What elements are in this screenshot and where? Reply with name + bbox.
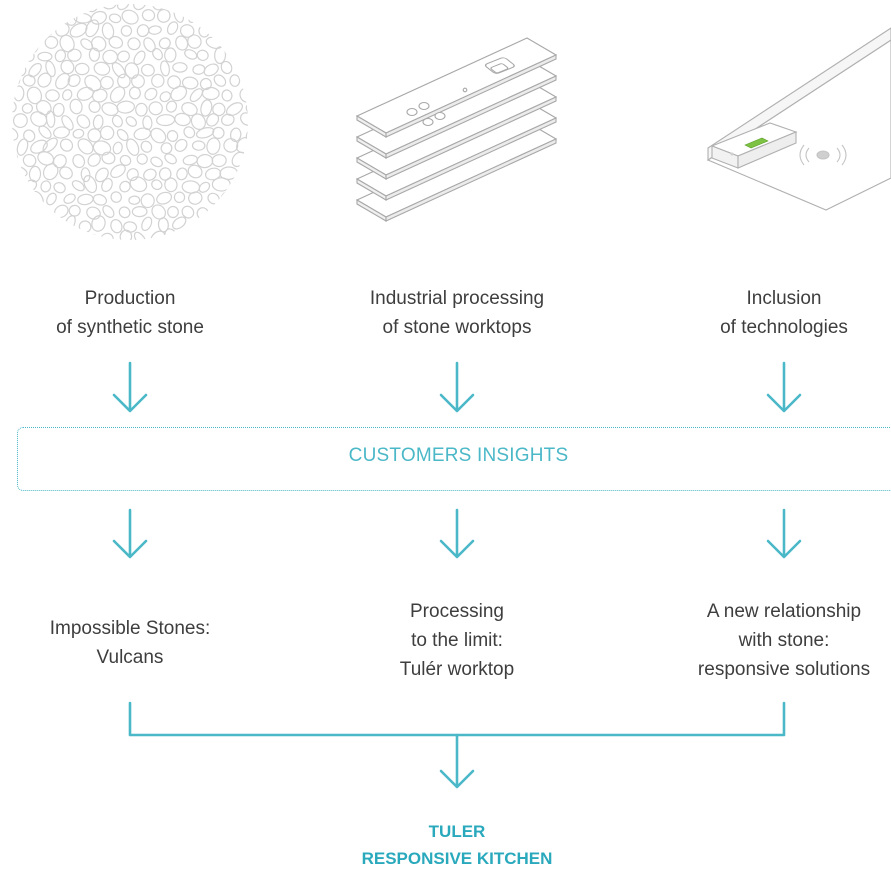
arrow-down-icon: [439, 361, 475, 413]
synthetic-stone-texture-icon: [12, 4, 248, 240]
arrow-down-icon: [112, 361, 148, 413]
worktop-slab: [355, 121, 558, 222]
led-indicator-icon: [744, 137, 769, 149]
column-1-bottom-label: Impossible Stones: Vulcans: [49, 618, 211, 668]
worktop-slab: [355, 100, 558, 201]
stacked-worktops-icon: [355, 37, 558, 222]
column-2-top-label: Industrial processing of stone worktops: [369, 288, 545, 338]
customers-insights-box: [17, 427, 891, 491]
arrow-down-icon: [439, 508, 475, 559]
connector-lines: [112, 361, 802, 789]
smart-worktop-icon: [706, 27, 891, 211]
result-title: TULER: [428, 822, 486, 841]
customers-insights-label: CUSTOMERS INSIGHTS: [348, 445, 569, 466]
column-3-top-label: Inclusion of technologies: [720, 288, 848, 338]
column-2-bottom-label: Processing to the limit: Tulér worktop: [399, 601, 515, 680]
arrow-down-icon: [766, 361, 802, 413]
arrow-down-icon: [112, 508, 148, 559]
sensor-icon: [799, 144, 847, 166]
result-subtitle: RESPONSIVE KITCHEN: [361, 849, 553, 868]
merge-bracket: [128, 701, 786, 789]
column-1-top-label: Production of synthetic stone: [56, 288, 204, 338]
arrow-down-icon: [766, 508, 802, 559]
column-3-bottom-label: A new relationship with stone: responsiv…: [697, 601, 871, 680]
